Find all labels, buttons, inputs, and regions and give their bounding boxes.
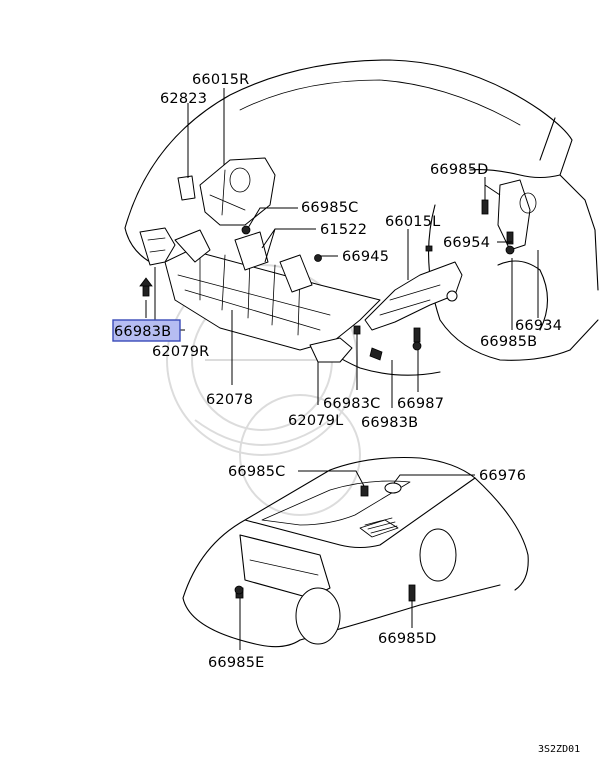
- label-66945[interactable]: 66945: [342, 249, 389, 265]
- label-62823[interactable]: 62823: [160, 91, 207, 107]
- part-62078-front-support: [164, 229, 381, 351]
- label-66976[interactable]: 66976: [479, 468, 526, 484]
- part-62823-bracket: [177, 175, 196, 201]
- label-66985C-top[interactable]: 66985C: [301, 200, 358, 216]
- label-66983B-left[interactable]: 66983B: [114, 324, 171, 340]
- label-66015L[interactable]: 66015L: [385, 214, 440, 230]
- part-62079L-bracket: [309, 337, 353, 363]
- highlight-66983B: [112, 319, 181, 342]
- label-66985C-car[interactable]: 66985C: [228, 464, 285, 480]
- label-66985D-car[interactable]: 66985D: [378, 631, 437, 647]
- part-66015R-shield: [199, 157, 276, 226]
- label-66985B[interactable]: 66985B: [480, 334, 537, 350]
- part-66015L-shield: [364, 261, 463, 331]
- label-66954[interactable]: 66954: [443, 235, 490, 251]
- label-66987[interactable]: 66987: [397, 396, 444, 412]
- label-62079L[interactable]: 62079L: [288, 413, 343, 429]
- label-61522[interactable]: 61522: [320, 222, 367, 238]
- label-62079R[interactable]: 62079R: [152, 344, 209, 360]
- label-66985E[interactable]: 66985E: [208, 655, 265, 671]
- fastener-clips-front: [139, 199, 515, 361]
- hood-body-outline: [124, 59, 599, 376]
- part-labels: 66015R 62823 66985C 61522 66945 66015L 6…: [114, 72, 580, 755]
- label-66983C[interactable]: 66983C: [323, 396, 380, 412]
- part-66934-shield: [497, 179, 537, 251]
- label-66015R[interactable]: 66015R: [192, 72, 249, 88]
- diagram-code: 3S2ZD01: [538, 744, 580, 755]
- part-62079R-bracket: [139, 227, 176, 266]
- label-62078[interactable]: 62078: [206, 392, 253, 408]
- car-body-outline: [182, 456, 529, 648]
- label-66934[interactable]: 66934: [515, 318, 562, 334]
- leader-lines: [145, 88, 539, 650]
- fastener-clips-car: [234, 482, 416, 602]
- label-66983B-bottom[interactable]: 66983B: [361, 415, 418, 431]
- label-66985D-top[interactable]: 66985D: [430, 162, 489, 178]
